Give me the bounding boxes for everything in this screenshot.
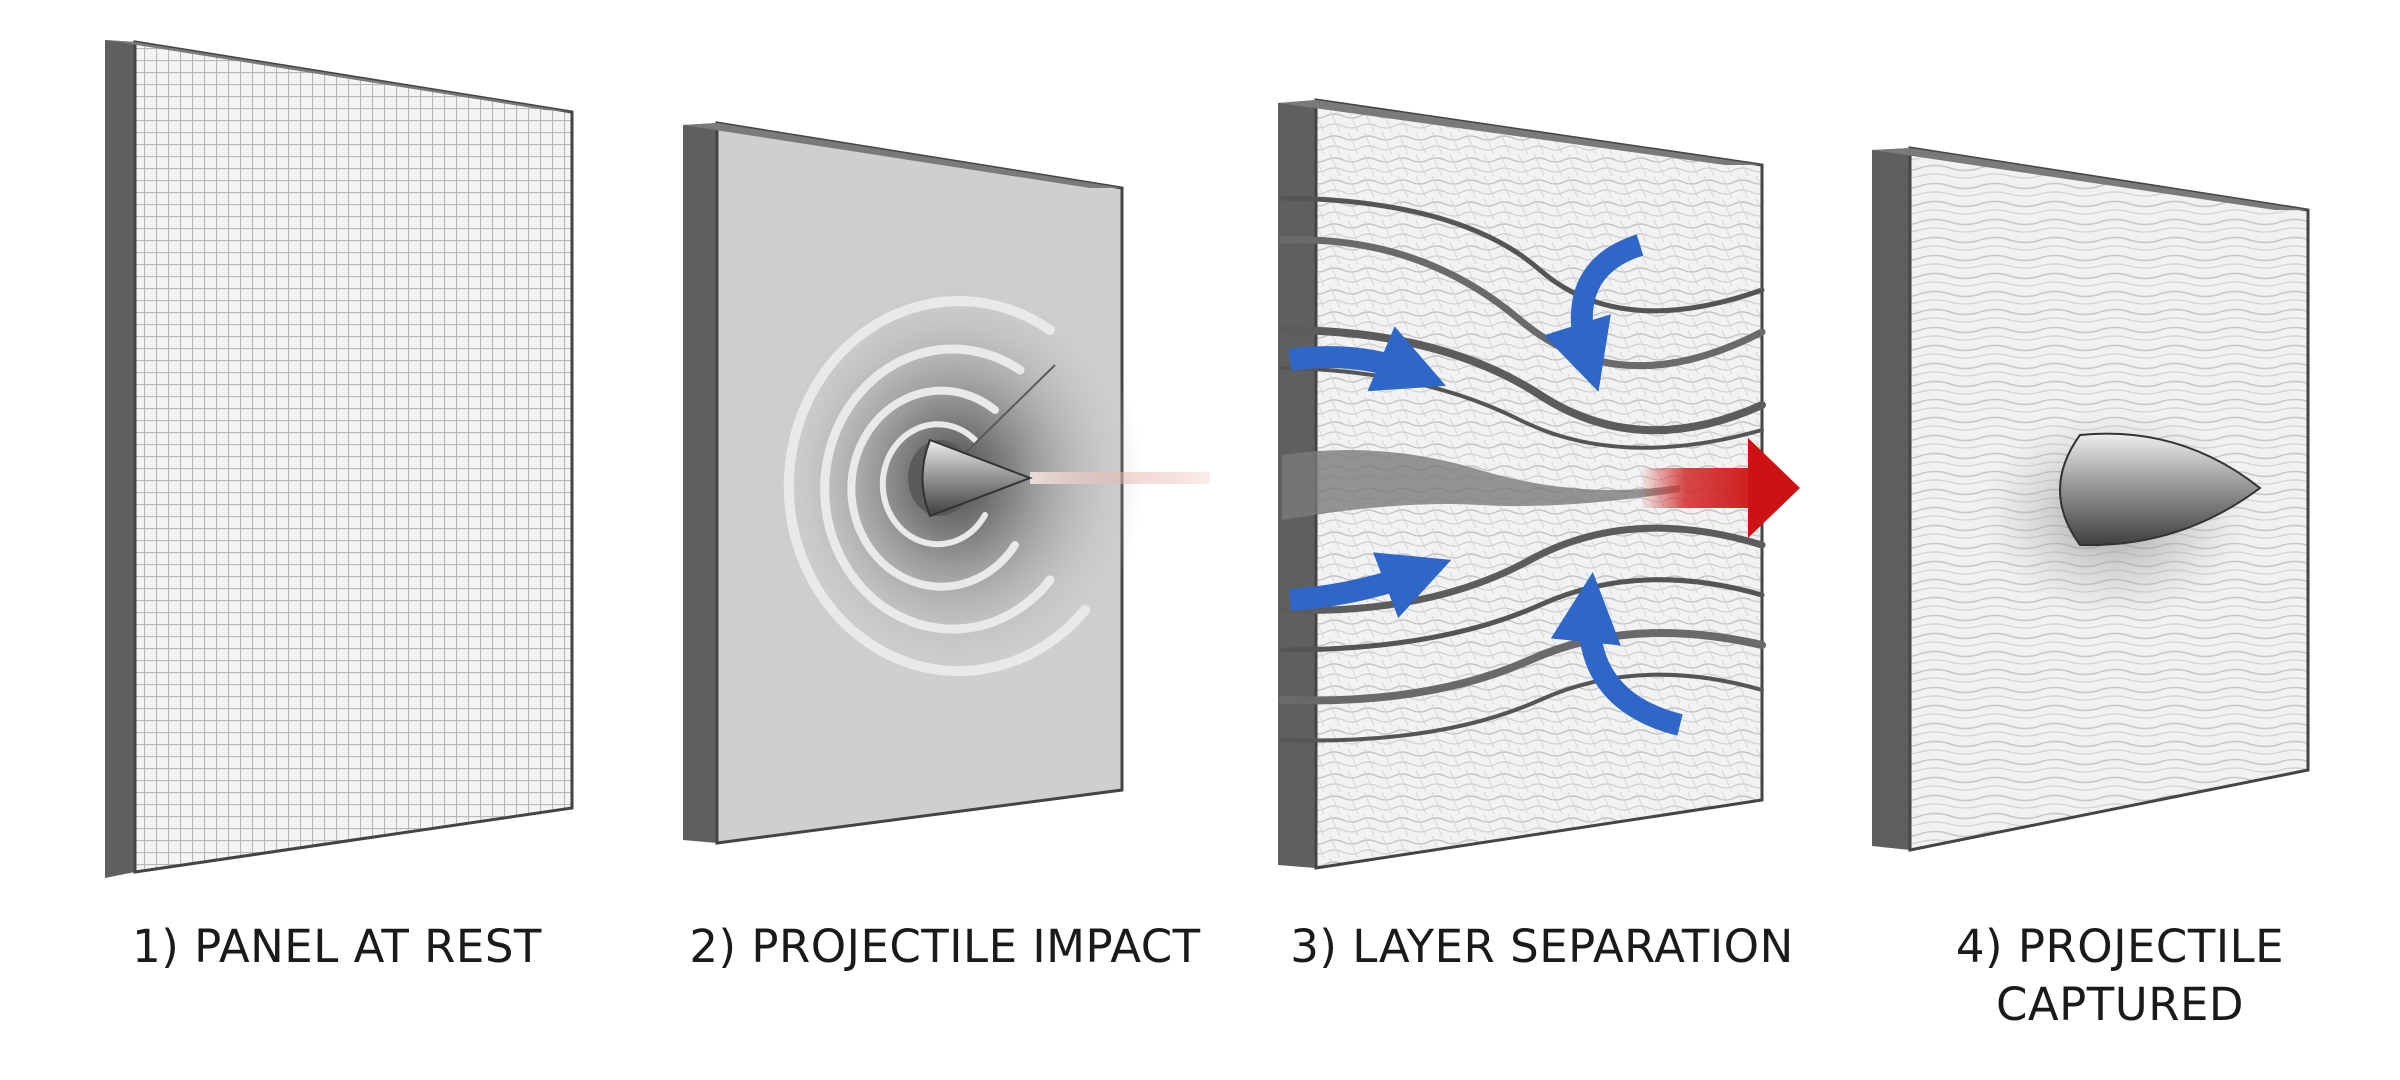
panel-2-side-edge — [683, 123, 717, 843]
panel-1-at-rest — [105, 40, 574, 878]
panel-4-captured — [1872, 146, 2310, 852]
caption-line: 2) PROJECTILE IMPACT — [689, 920, 1201, 973]
impact-crack — [949, 364, 1056, 469]
caption-panel-4: 4) PROJECTILE CAPTURED — [1900, 918, 2340, 1034]
panel-4-side-edge — [1872, 148, 1910, 850]
panel-1-side-edge — [105, 40, 135, 878]
shock-wave-rings — [783, 296, 1090, 677]
caption-panel-3: 3) LAYER SEPARATION — [1282, 918, 1802, 976]
projectile-icon — [908, 438, 1033, 518]
panel-3-top-edge — [1278, 100, 1762, 165]
panel-2-impact — [683, 121, 1210, 845]
compression-arrow-icon-top-right — [1543, 234, 1644, 392]
compression-arrow-icon-bottom-right — [1550, 571, 1683, 736]
exit-arrow-icon — [1640, 438, 1800, 538]
caption-line: 4) PROJECTILE — [1955, 920, 2285, 973]
compression-arrow-icon-bottom-left — [1289, 552, 1452, 619]
panel-1-top-edge — [105, 40, 572, 112]
projectile-icon-captured — [2059, 432, 2262, 547]
caption-line: 1) PANEL AT REST — [132, 920, 542, 973]
projectile-trail — [1030, 472, 1210, 484]
panel-2-top-edge — [683, 123, 1122, 188]
caption-panel-1: 1) PANEL AT REST — [132, 918, 542, 976]
caption-line: CAPTURED — [1995, 978, 2245, 1031]
panel-1-face — [133, 40, 574, 874]
caption-line: 3) LAYER SEPARATION — [1290, 920, 1794, 973]
panel-4-top-edge — [1872, 148, 2308, 210]
caption-panel-2: 2) PROJECTILE IMPACT — [685, 918, 1205, 976]
panel-3-separation — [1278, 98, 1800, 870]
central-layer-bulge — [1282, 450, 1680, 520]
compression-arrow-icon-top-left — [1288, 326, 1446, 392]
